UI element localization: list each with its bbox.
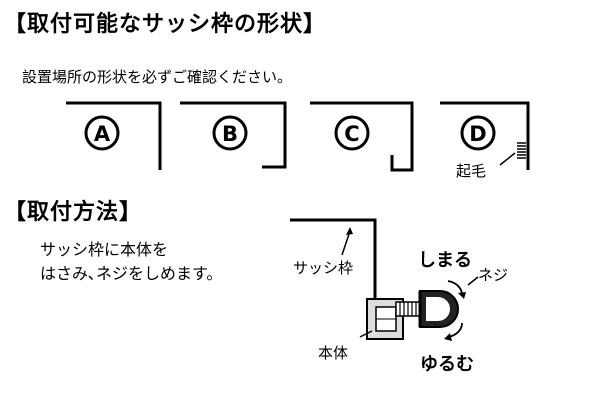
sash-frame: [290, 218, 377, 325]
shape-c-letter: C: [344, 122, 359, 146]
screw-thread: [395, 301, 423, 317]
note-check-shape: 設置場所の形状を必ずご確認ください。: [22, 68, 293, 86]
shape-b: B: [180, 101, 287, 169]
sash-shapes-diagram: A B C D: [66, 101, 530, 172]
loosen-label: ゆるむ: [420, 354, 474, 375]
shape-d-label-kimo: 起毛: [456, 162, 487, 180]
sash-frame-label: サッシ枠: [293, 259, 354, 277]
method-text-line1: サッシ枠に本体を: [40, 240, 169, 259]
shape-c: C: [310, 101, 414, 172]
shape-a: A: [66, 101, 162, 170]
shape-d-letter: D: [469, 122, 486, 146]
screw-knob-icon: [418, 290, 459, 328]
heading-shapes: 【取付可能なサッシ枠の形状】: [4, 12, 327, 37]
method-text-line2: はさみ､ネジをしめます。: [40, 264, 223, 283]
clamp-body-label: 本体: [318, 344, 349, 362]
shape-b-letter: B: [222, 122, 238, 146]
pile-brush-icon: [517, 142, 526, 159]
heading-method: 【取付方法】: [4, 200, 143, 225]
mounting-diagram: [290, 218, 479, 341]
shape-a-letter: A: [94, 122, 111, 146]
shape-d: D: [440, 101, 530, 170]
screw-label: ネジ: [478, 266, 509, 284]
tighten-label: しまる: [418, 250, 472, 271]
